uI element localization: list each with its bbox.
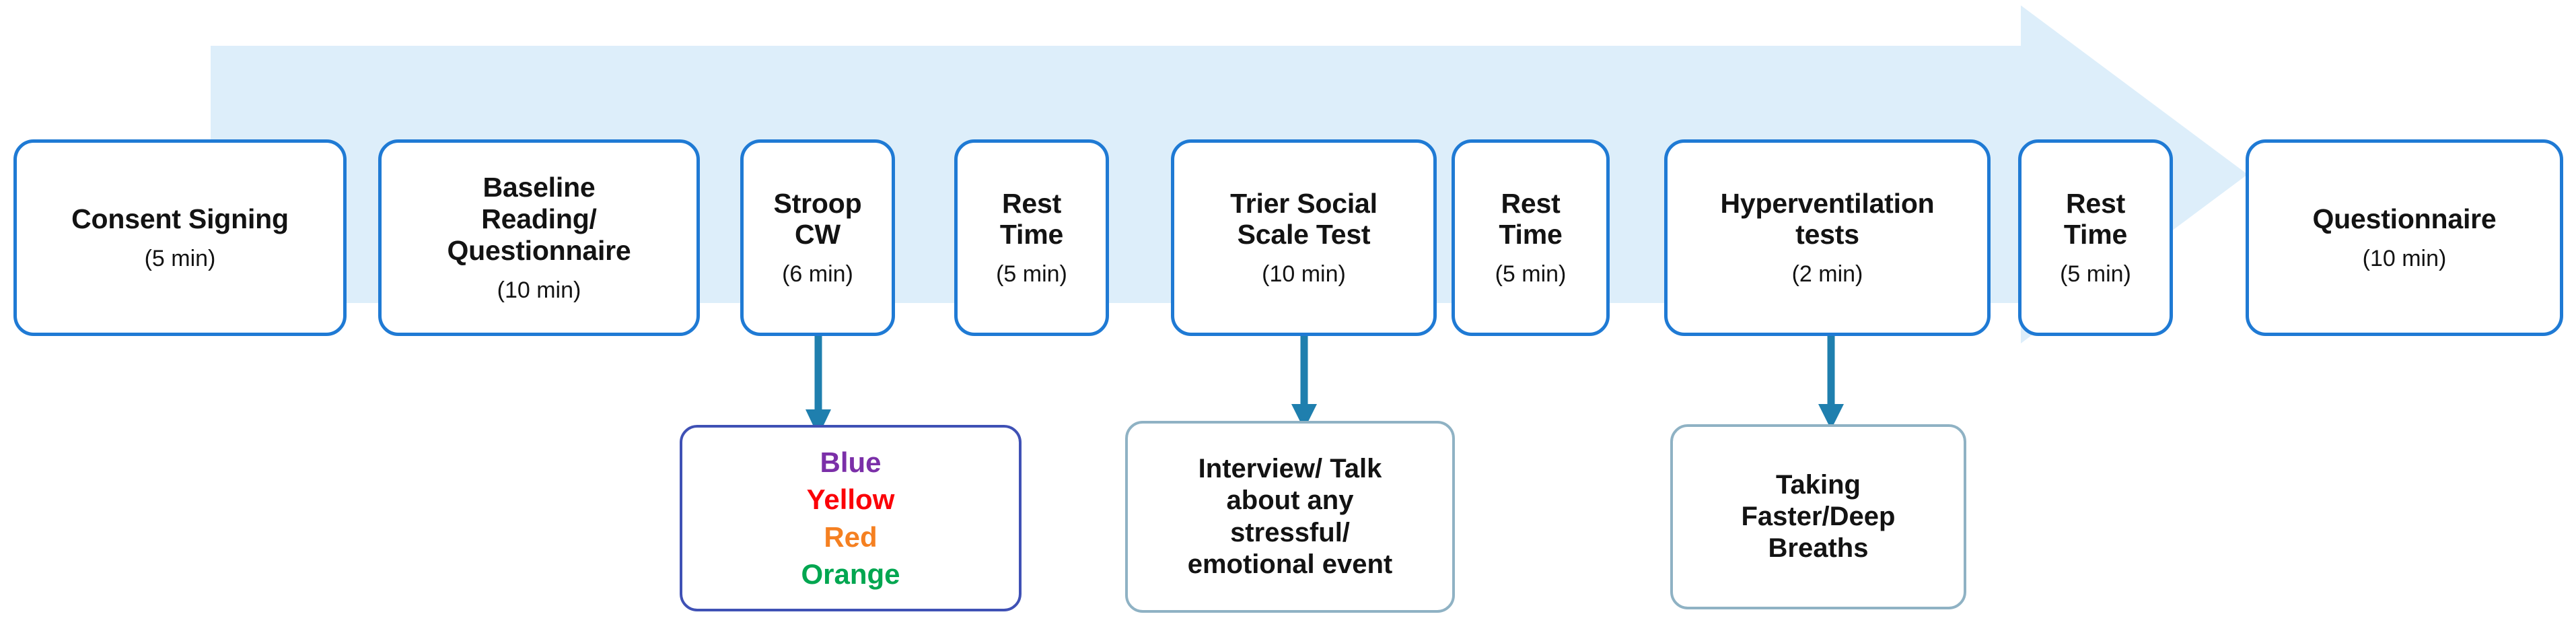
stage-title: Consent Signing [71, 203, 289, 235]
stage-rest-time-2[interactable]: Rest Time (5 min) [1452, 139, 1610, 336]
stage-duration: (5 min) [996, 261, 1067, 288]
stroop-word-orange: Orange [801, 558, 900, 590]
stage-rest-time-1[interactable]: Rest Time (5 min) [954, 139, 1109, 336]
stage-hyperventilation-tests[interactable]: Hyperventilation tests (2 min) [1664, 139, 1991, 336]
stage-rest-time-3[interactable]: Rest Time (5 min) [2018, 139, 2173, 336]
connector-hyperventilation-to-breaths [1817, 331, 1845, 432]
stage-questionnaire[interactable]: Questionnaire (10 min) [2246, 139, 2563, 336]
detail-stroop-color-words[interactable]: Blue Yellow Red Orange [680, 425, 1022, 611]
detail-line: Breaths [1768, 533, 1869, 564]
detail-line: Faster/Deep [1741, 501, 1896, 531]
stage-trier-social-scale-test[interactable]: Trier Social Scale Test (10 min) [1171, 139, 1437, 336]
stroop-word-blue: Blue [820, 446, 882, 478]
stage-title: Questionnaire [2312, 203, 2497, 235]
detail-line: Interview/ Talk [1198, 454, 1382, 484]
stage-duration: (5 min) [2060, 261, 2131, 288]
stage-duration: (10 min) [2362, 245, 2447, 271]
detail-line: stressful/ [1230, 517, 1350, 547]
detail-line: Taking [1776, 469, 1861, 500]
stage-title: Trier Social Scale Test [1230, 187, 1378, 250]
stage-duration: (10 min) [1262, 261, 1346, 288]
detail-hyperventilation-breaths[interactable]: Taking Faster/Deep Breaths [1670, 424, 1966, 609]
stage-duration: (5 min) [144, 245, 216, 271]
arrowhead-icon [1818, 404, 1844, 430]
stage-duration: (2 min) [1791, 261, 1863, 288]
stage-duration: (6 min) [782, 261, 853, 288]
stroop-word-yellow: Yellow [806, 483, 895, 516]
stage-baseline-reading-questionnaire[interactable]: Baseline Reading/ Questionnaire (10 min) [378, 139, 700, 336]
stroop-word-red: Red [824, 521, 878, 553]
detail-line: emotional event [1187, 549, 1393, 579]
stage-title: Stroop CW [773, 187, 862, 250]
connector-stroop-to-colors [804, 331, 832, 439]
stage-duration: (10 min) [497, 277, 581, 303]
detail-trier-interview[interactable]: Interview/ Talk about any stressful/ emo… [1125, 421, 1455, 613]
connector-trier-to-interview [1290, 331, 1318, 432]
stage-duration: (5 min) [1495, 261, 1567, 288]
arrowhead-icon [1291, 404, 1317, 430]
arrowhead-icon [806, 409, 831, 436]
detail-line: about any [1226, 485, 1354, 516]
stage-title: Rest Time [2063, 187, 2128, 250]
stage-title: Hyperventilation tests [1720, 187, 1935, 250]
stage-title: Rest Time [999, 187, 1064, 250]
stage-title: Rest Time [1499, 187, 1563, 250]
stage-title: Baseline Reading/ Questionnaire [447, 172, 631, 266]
stage-stroop-cw[interactable]: Stroop CW (6 min) [740, 139, 895, 336]
stage-consent-signing[interactable]: Consent Signing (5 min) [13, 139, 347, 336]
